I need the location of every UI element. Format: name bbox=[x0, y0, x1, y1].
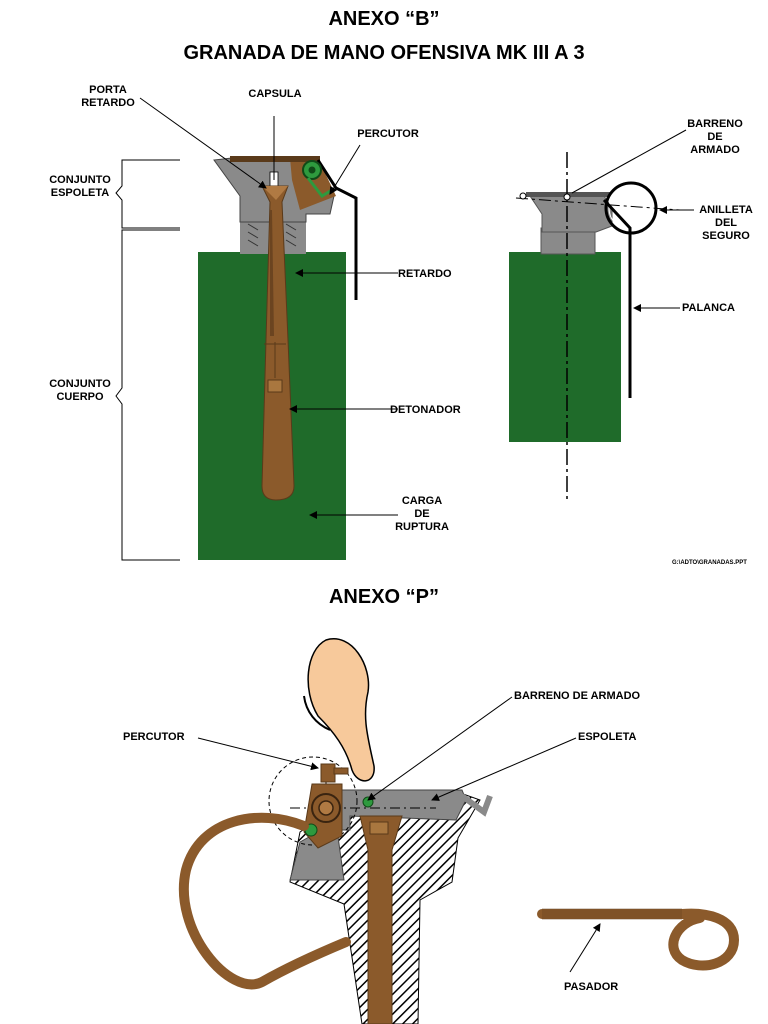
label-palanca: PALANCA bbox=[682, 302, 735, 314]
label-porta-retardo-line2: RETARDO bbox=[81, 97, 135, 109]
thumb bbox=[307, 638, 375, 782]
exterior-grenade bbox=[509, 152, 681, 500]
delay-stem bbox=[359, 815, 403, 1024]
label-anilleta-line2: DEL bbox=[715, 217, 737, 229]
label-barreno-line3: ARMADO bbox=[690, 144, 740, 156]
label-percutor-b: PERCUTOR bbox=[357, 128, 419, 140]
safety-lever bbox=[316, 159, 358, 300]
label-anilleta-del-seguro: ANILLETA DEL SEGURO bbox=[690, 204, 762, 243]
pull-ring bbox=[179, 812, 351, 990]
label-anilleta-line3: SEGURO bbox=[702, 230, 750, 242]
percutor-head bbox=[320, 763, 336, 783]
label-conjunto-cuerpo: CONJUNTO CUERPO bbox=[42, 378, 118, 404]
label-conjunto-cuerpo-line2: CUERPO bbox=[56, 391, 104, 403]
label-barreno-line1: BARRENO bbox=[687, 118, 743, 130]
label-conjunto-cuerpo-line1: CONJUNTO bbox=[49, 378, 111, 390]
label-carga-line2: DE bbox=[414, 508, 430, 520]
label-porta-retardo: PORTA RETARDO bbox=[72, 84, 144, 110]
pasador-pin bbox=[537, 908, 740, 971]
file-reference: G:\ADTO\GRANADAS.PPT bbox=[672, 560, 747, 566]
section-grenade bbox=[198, 116, 358, 560]
grenade-body-exterior bbox=[509, 252, 621, 442]
arming-detail bbox=[179, 638, 740, 1024]
detonator-cap bbox=[267, 379, 283, 393]
label-percutor-p: PERCUTOR bbox=[123, 731, 185, 743]
label-detonador: DETONADOR bbox=[390, 404, 461, 416]
brace-espoleta bbox=[115, 159, 180, 229]
label-anilleta-line1: ANILLETA bbox=[699, 204, 753, 216]
label-barreno-de-armado-b: BARRENO DE ARMADO bbox=[680, 118, 750, 157]
label-retardo: RETARDO bbox=[398, 268, 452, 280]
annex-p-heading: ANEXO “P” bbox=[328, 586, 440, 608]
label-barreno-de-armado-p: BARRENO DE ARMADO bbox=[514, 690, 641, 702]
label-conjunto-espoleta-line1: CONJUNTO bbox=[49, 174, 111, 186]
label-pasador: PASADOR bbox=[564, 981, 619, 993]
annex-b-heading: ANEXO “B” bbox=[328, 8, 440, 30]
label-capsula: CAPSULA bbox=[248, 88, 302, 100]
label-carga-line3: RUPTURA bbox=[395, 521, 449, 533]
label-barreno-line2: DE bbox=[707, 131, 723, 143]
label-carga-line1: CARGA bbox=[401, 495, 443, 507]
brace-cuerpo bbox=[115, 229, 180, 561]
lever-exterior bbox=[602, 198, 632, 398]
label-conjunto-espoleta: CONJUNTO ESPOLETA bbox=[42, 174, 118, 200]
label-porta-retardo-line1: PORTA bbox=[89, 84, 127, 96]
label-espoleta-p: ESPOLETA bbox=[578, 731, 637, 743]
label-conjunto-espoleta-line2: ESPOLETA bbox=[50, 187, 110, 199]
label-carga-de-ruptura: CARGA DE RUPTURA bbox=[386, 495, 458, 534]
page-title: GRANADA DE MANO OFENSIVA MK III A 3 bbox=[183, 42, 585, 64]
